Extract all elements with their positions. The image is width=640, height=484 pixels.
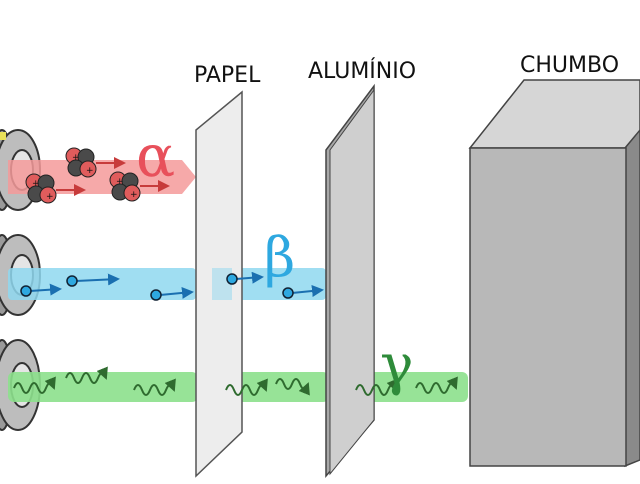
alpha-particle: + + <box>25 173 86 204</box>
beta-particle <box>20 283 62 297</box>
alpha-particle: + + <box>65 147 126 178</box>
svg-text:+: + <box>86 166 94 176</box>
svg-text:+: + <box>46 192 54 202</box>
beta-particle <box>66 273 120 287</box>
gamma-wave <box>13 366 458 396</box>
svg-text:+: + <box>130 190 138 200</box>
beta-particle <box>150 286 194 301</box>
svg-text:+: + <box>72 153 80 163</box>
alpha-particle: + + <box>109 171 170 202</box>
beta-particle <box>282 285 324 299</box>
gamma-symbol: γ <box>380 333 413 398</box>
aluminum-label: ALUMÍNIO <box>308 58 416 84</box>
alpha-symbol: α <box>136 122 175 190</box>
svg-text:+: + <box>32 179 40 189</box>
lead-label: CHUMBO <box>520 53 619 78</box>
paper-label: PAPEL <box>194 63 261 88</box>
beta-symbol: β <box>264 226 295 289</box>
lead-block <box>468 79 640 468</box>
aluminum-sheet <box>325 83 375 479</box>
svg-text:+: + <box>116 177 124 187</box>
beta-particle <box>226 271 264 285</box>
